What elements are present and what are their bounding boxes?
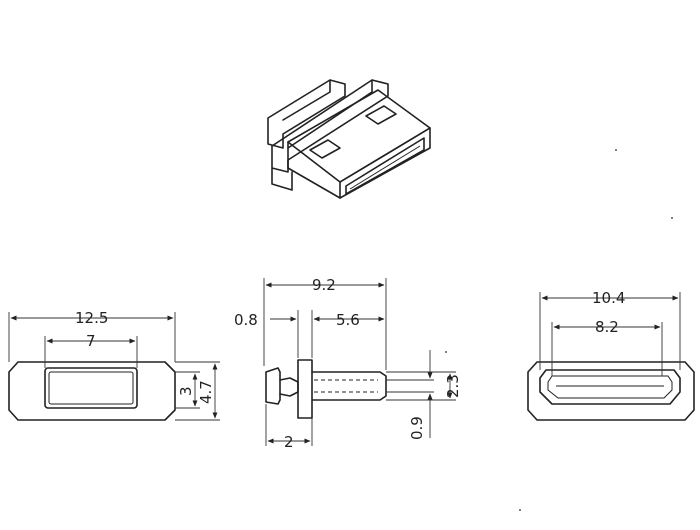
side-head: [265, 367, 281, 405]
iso-flange-front-edge: [287, 79, 373, 149]
dim-front-overall-width: 12.5: [75, 309, 108, 327]
dim-side-plug-gap: 0.9: [408, 416, 426, 440]
rear-outline: [527, 361, 695, 421]
side-view: 9.2 0.8 5.6 2 2.3 0.9: [234, 276, 462, 451]
iso-socket-inner: [349, 145, 421, 190]
rear-view: 10.4 8.2: [527, 289, 695, 421]
rear-socket-outer: [539, 369, 681, 405]
iso-body-front: [287, 141, 341, 199]
iso-body-right: [339, 127, 431, 199]
iso-flange-front: [271, 79, 389, 173]
speck: [445, 351, 447, 353]
dim-front-overall-height: 4.7: [197, 380, 215, 404]
iso-stem: [271, 167, 293, 191]
dim-rear-outer-width: 10.4: [592, 289, 625, 307]
speck: [671, 217, 673, 219]
dim-side-overall-length: 9.2: [312, 276, 336, 294]
dim-side-plug-height: 2.3: [444, 374, 462, 398]
dim-front-window-height: 3: [177, 386, 195, 396]
iso-window-2: [365, 105, 397, 125]
iso-socket-rim: [345, 137, 425, 195]
side-neck: [279, 377, 299, 397]
front-window-inner: [48, 371, 134, 405]
isometric-view: [267, 79, 431, 199]
dim-side-flange-thickness: 0.8: [234, 311, 258, 329]
dim-rear-inner-width: 8.2: [595, 318, 619, 336]
front-window: [44, 367, 138, 409]
iso-flange-edge: [282, 79, 331, 121]
side-flange: [297, 359, 313, 419]
rear-socket-inner: [547, 375, 673, 399]
speck: [519, 509, 521, 511]
front-view: 12.5 7 3 4.7: [8, 309, 220, 421]
iso-flange-back: [267, 79, 346, 149]
speck: [615, 149, 617, 151]
front-outline: [8, 361, 176, 421]
dim-side-head-length: 2: [284, 433, 294, 451]
iso-window-1: [309, 139, 341, 159]
side-plug: [311, 371, 387, 401]
dim-side-plug-length: 5.6: [336, 311, 360, 329]
dim-front-window-width: 7: [86, 332, 96, 350]
